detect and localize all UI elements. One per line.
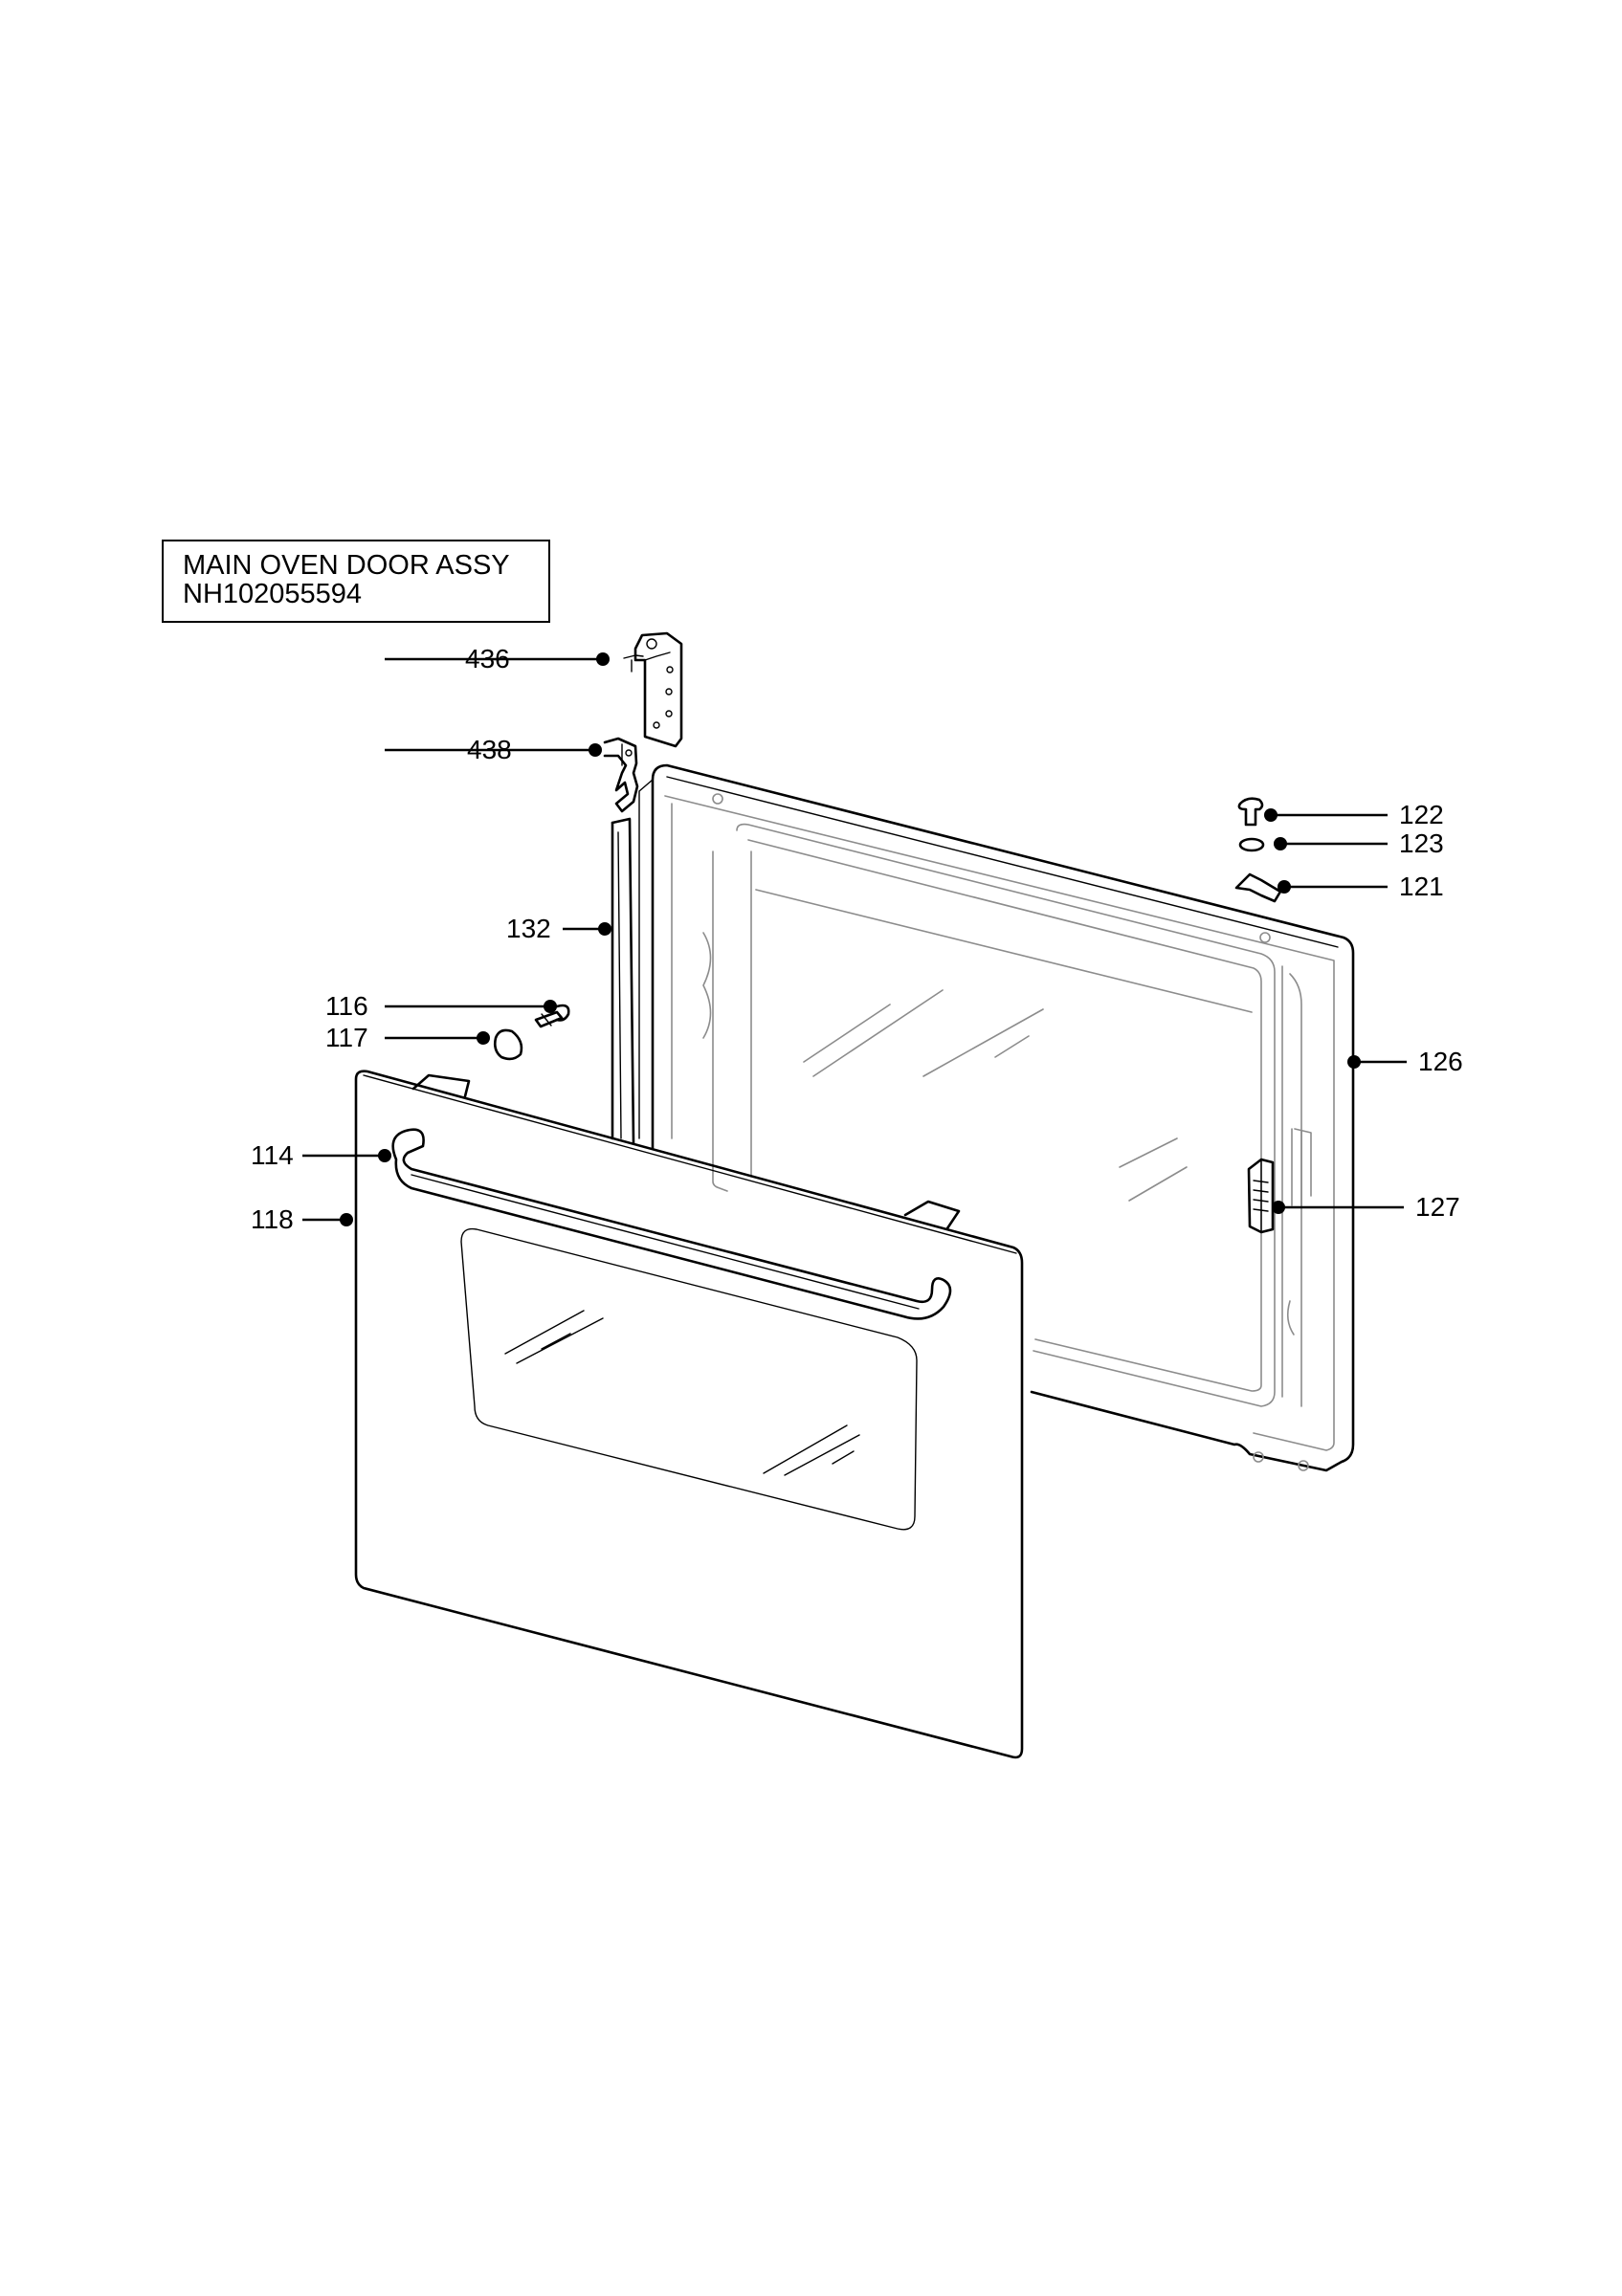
leader-lines [302, 652, 1407, 1226]
door-window [460, 1227, 918, 1531]
outer-door-panel [354, 1070, 1024, 1759]
inner-door-panel [638, 763, 1355, 1472]
assembly-name: MAIN OVEN DOOR ASSY [183, 550, 510, 581]
callout-132: 132 [506, 914, 551, 943]
callout-121: 121 [1399, 872, 1444, 901]
callout-438: 438 [467, 735, 512, 764]
small-fasteners [1234, 797, 1282, 903]
callout-114: 114 [251, 1140, 294, 1170]
assembly-number: NH102055594 [183, 579, 363, 609]
door-catch [1247, 1158, 1275, 1234]
hinge-bracket [623, 631, 683, 748]
callout-117: 117 [325, 1023, 368, 1052]
callout-123: 123 [1399, 828, 1444, 858]
callout-122: 122 [1399, 800, 1444, 829]
door-handle [391, 1128, 952, 1320]
callout-126: 126 [1418, 1047, 1463, 1076]
callout-116: 116 [325, 991, 368, 1021]
callout-127: 127 [1415, 1192, 1460, 1222]
callout-436: 436 [465, 644, 510, 673]
diagram-title-box: MAIN OVEN DOOR ASSY NH102055594 [162, 540, 550, 623]
side-seal-strips [611, 817, 635, 1145]
screw-and-cap [493, 1004, 570, 1061]
callout-118: 118 [251, 1204, 294, 1234]
hinge-clip [603, 737, 639, 813]
